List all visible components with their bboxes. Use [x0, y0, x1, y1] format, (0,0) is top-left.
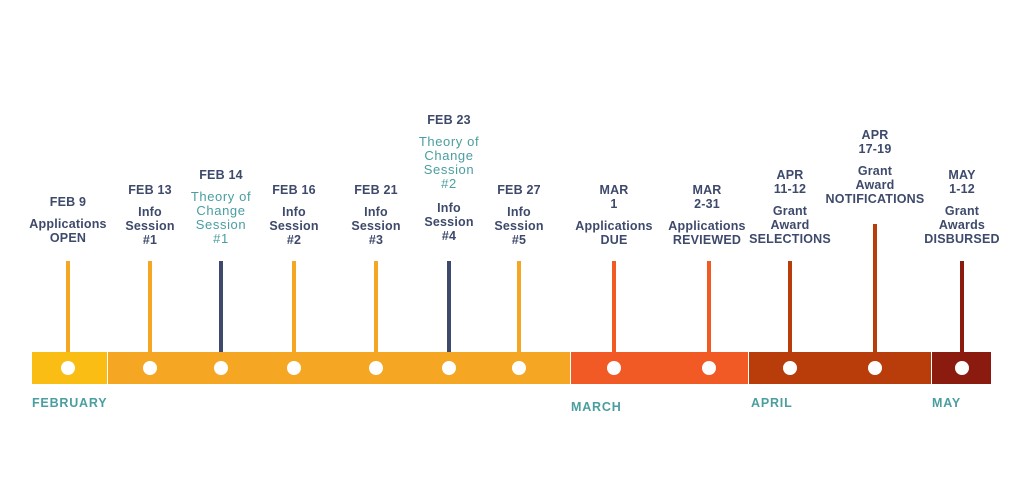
event-text: Change [424, 148, 474, 163]
event-text: Grant [772, 204, 808, 218]
event-stem [612, 261, 616, 352]
event-text: REVIEWED [672, 233, 742, 247]
event-text: DUE [600, 233, 628, 247]
event-text: #2 [286, 233, 302, 247]
event-label-feb-27: FEB 27 Info Session #5 [494, 183, 543, 247]
month-label-april: APRIL [751, 396, 793, 410]
event-text: SELECTIONS [749, 232, 831, 246]
event-stem [292, 261, 296, 352]
event-text: Grant [857, 164, 893, 178]
event-stem [517, 261, 521, 352]
event-date: FEB 21 [354, 183, 398, 197]
event-date: FEB 9 [49, 195, 87, 209]
event-date: FEB 23 [427, 113, 471, 127]
event-stem [707, 261, 711, 352]
event-text: #5 [511, 233, 527, 247]
event-marker-dot [783, 361, 797, 375]
event-date: MAR 1 [599, 183, 629, 211]
event-date: MAY 1-12 [948, 168, 976, 196]
event-text: Applications [575, 219, 653, 233]
event-marker-dot [287, 361, 301, 375]
event-stem [447, 261, 451, 352]
event-text: Applications [668, 219, 746, 233]
event-text: NOTIFICATIONS [825, 192, 925, 206]
event-stem [148, 261, 152, 352]
event-text: Change [196, 203, 246, 218]
event-text: Award [770, 218, 810, 232]
event-text: #4 [441, 229, 457, 243]
event-text: Theory of [418, 134, 480, 149]
event-text: #3 [368, 233, 384, 247]
event-marker-dot [607, 361, 621, 375]
event-stem [66, 261, 70, 352]
event-label-feb-13: FEB 13 Info Session #1 [125, 183, 174, 247]
event-marker-dot [442, 361, 456, 375]
event-label-feb-9: FEB 9 Applications OPEN [29, 195, 106, 245]
event-label-feb-23: FEB 23 Theory of Change Session #2 Info … [419, 113, 479, 243]
event-marker-dot [955, 361, 969, 375]
event-text: Info [507, 205, 531, 219]
event-text: Info [364, 205, 388, 219]
event-text: #1 [142, 233, 158, 247]
event-marker-dot [61, 361, 75, 375]
bar-segment-february [108, 352, 570, 384]
event-text: OPEN [49, 231, 87, 245]
event-stem [960, 261, 964, 352]
event-text: Info [282, 205, 306, 219]
event-text: #2 [441, 176, 457, 191]
event-stem [873, 224, 877, 352]
event-marker-dot [143, 361, 157, 375]
event-text: Awards [938, 218, 986, 232]
event-marker-dot [214, 361, 228, 375]
event-label-mar-1: MAR 1 Applications DUE [575, 183, 652, 247]
event-text: Applications [29, 217, 107, 231]
event-marker-dot [369, 361, 383, 375]
event-text: Theory of [190, 189, 252, 204]
event-text: Session [351, 219, 401, 233]
event-date: MAR 2-31 [692, 183, 722, 211]
bar-segment-march [571, 352, 748, 384]
event-text: Info [437, 201, 461, 215]
event-label-apr-11-12: APR 11-12 Grant Award SELECTIONS [749, 168, 831, 246]
event-label-may-1-12: MAY 1-12 Grant Awards DISBURSED [924, 168, 999, 246]
event-date: FEB 14 [199, 168, 243, 182]
month-label-may: MAY [932, 396, 962, 410]
event-date: APR 17-19 [858, 128, 892, 156]
event-marker-dot [512, 361, 526, 375]
event-label-apr-17-19: APR 17-19 Grant Award NOTIFICATIONS [826, 128, 925, 206]
event-text: Session [195, 217, 247, 232]
month-label-march: MARCH [571, 400, 622, 414]
event-date: APR 11-12 [773, 168, 807, 196]
event-label-feb-14: FEB 14 Theory of Change Session #1 [191, 168, 251, 246]
event-text: Info [138, 205, 162, 219]
event-text: DISBURSED [924, 232, 1000, 246]
event-text: Session [494, 219, 544, 233]
event-text: #1 [213, 231, 229, 246]
month-label-february: FEBRUARY [32, 396, 108, 410]
event-text: Session [125, 219, 175, 233]
event-date: FEB 13 [128, 183, 172, 197]
event-label-feb-21: FEB 21 Info Session #3 [351, 183, 400, 247]
event-text: Session [423, 162, 475, 177]
event-marker-dot [868, 361, 882, 375]
event-date: FEB 27 [497, 183, 541, 197]
event-stem [219, 261, 223, 352]
event-label-mar-2-31: MAR 2-31 Applications REVIEWED [668, 183, 745, 247]
event-text: Grant [944, 204, 980, 218]
event-label-feb-16: FEB 16 Info Session #2 [269, 183, 318, 247]
event-stem [374, 261, 378, 352]
event-text: Session [424, 215, 474, 229]
event-date: FEB 16 [272, 183, 316, 197]
event-stem [788, 261, 792, 352]
event-marker-dot [702, 361, 716, 375]
event-text: Award [855, 178, 895, 192]
bar-segment-april [749, 352, 931, 384]
event-text: Session [269, 219, 319, 233]
